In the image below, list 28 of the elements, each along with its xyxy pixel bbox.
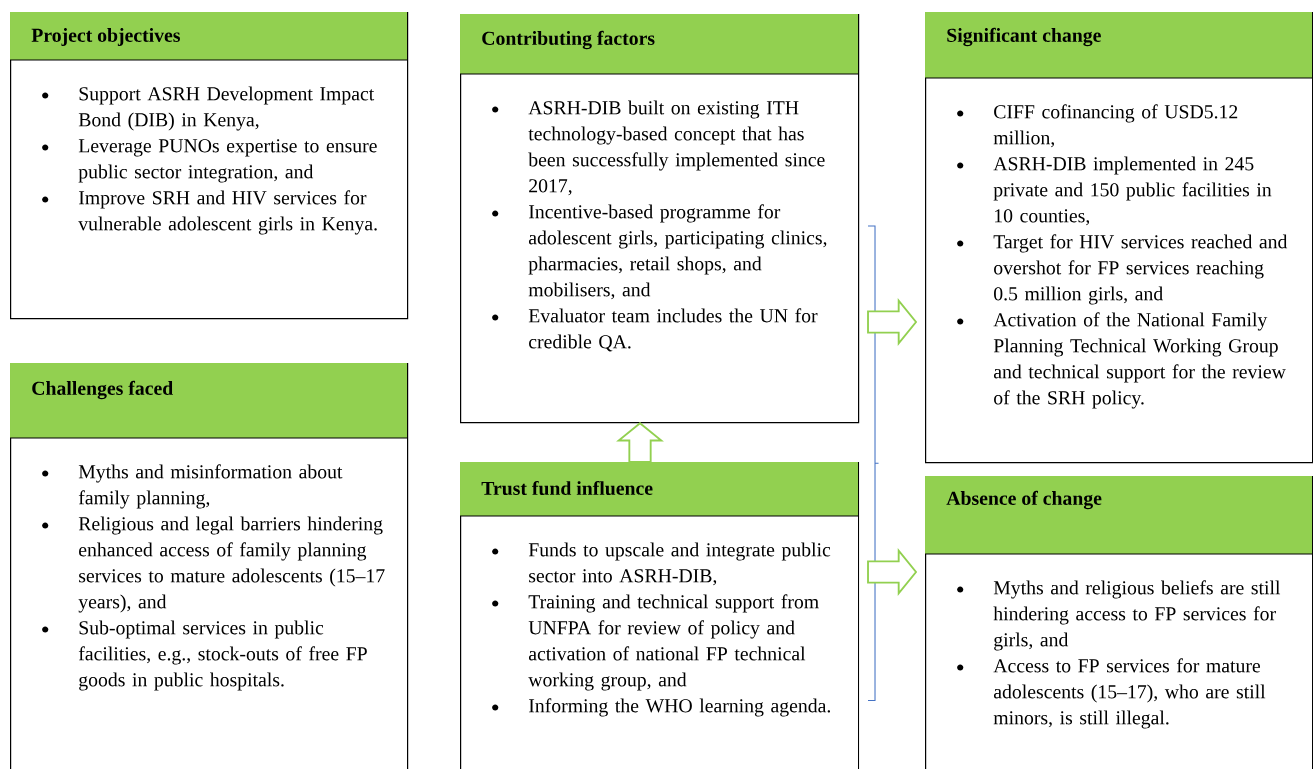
bullet-item: Activation of the National Family Planning Technical Working Group and technical support for the review of the SRH policy. [993, 312, 1286, 409]
header-band: Significant change [924, 12, 1313, 79]
bullet-item: Access to FP services for mature adolescents (15–17), who are still minors, is still illegal. [993, 658, 1266, 729]
bullet-item: Myths and misinformation about family planning, [78, 464, 343, 509]
header-band: Project objectives [9, 12, 408, 61]
bullet-item: CIFF cofinancing of USD5.12 million, [993, 104, 1238, 148]
bullet-item: Religious and legal barriers hindering enhanced access of family planning services to mature adolescents (15–17 years), and [78, 516, 385, 613]
bullet-item: Sub-optimal services in public facilities, e.g., stock-outs of free FP goods in public hospitals. [78, 620, 367, 691]
bullet-item: Evaluator team includes the UN for credible QA. [528, 308, 818, 352]
bullet-item: Training and technical support from UNFPA for review of policy and activation of national FP technical working group, and [528, 594, 819, 691]
header-band: Trust fund influence [459, 462, 859, 517]
arrow [867, 298, 918, 346]
bullet-item: Myths and religious beliefs are still hindering access to FP services for girls, and [993, 580, 1281, 651]
bullet-item: Support ASRH Development Impact Bond (DIB) in Kenya, [78, 86, 375, 131]
bracket [867, 225, 880, 702]
arrow [867, 548, 918, 596]
bullet-item: Informing the WHO learning agenda. [529, 698, 830, 717]
bullet-item: ASRH-DIB built on existing ITH technology-based concept that has been successfully implemented since 2017, [528, 100, 825, 196]
bullet-item: Improve SRH and HIV services for vulnerable adolescent girls in Kenya. [78, 190, 377, 235]
arrow [616, 422, 664, 463]
bullet-item: ASRH-DIB implemented in 245 private and 150 public facilities in 10 counties, [993, 156, 1272, 226]
bullet-item: Target for HIV services reached and overshot for FP services reaching 0.5 million girls, and [993, 234, 1288, 305]
header-band: Absence of change [924, 476, 1313, 555]
header-band: Challenges faced [9, 363, 408, 439]
bullet-item: Leverage PUNOs expertise to ensure public sector integration, and [78, 139, 377, 183]
bullet-item: Funds to upscale and integrate public sector into ASRH-DIB, [528, 542, 831, 586]
bullet-item: Incentive-based programme for adolescent girls, participating clinics, pharmacies, retail shops, and mobilisers, and [528, 204, 827, 300]
header-band: Contributing factors [459, 14, 859, 75]
